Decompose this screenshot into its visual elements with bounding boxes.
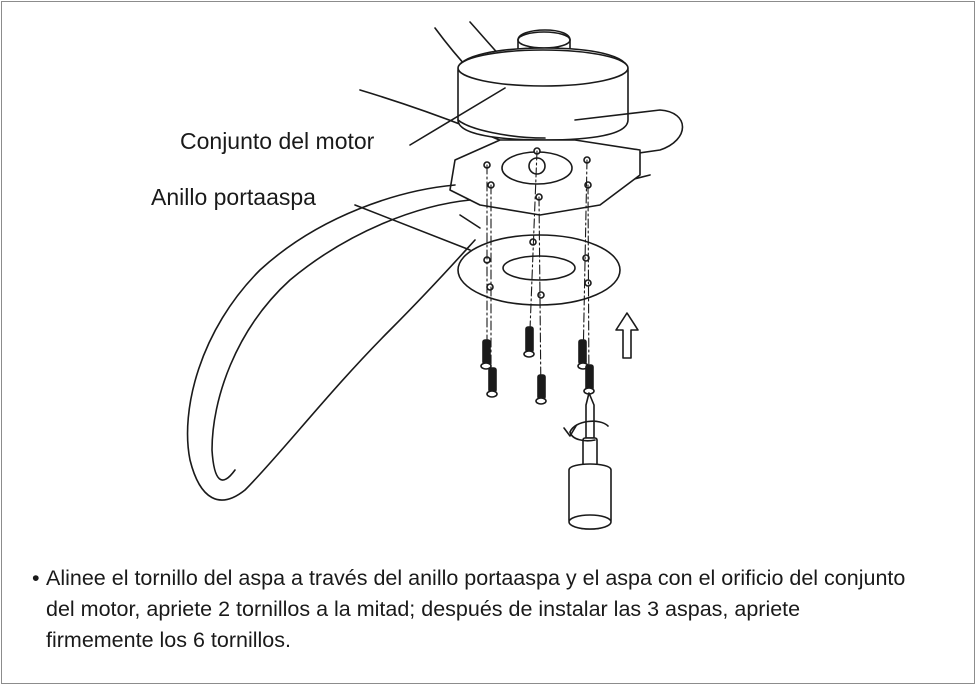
fan-blade bbox=[186, 184, 481, 501]
screwdriver-icon bbox=[568, 392, 612, 530]
motor-assembly bbox=[457, 29, 629, 141]
rotation-arrow-icon bbox=[563, 420, 609, 442]
instruction-text: Alinee el tornillo del aspa a través del… bbox=[46, 566, 906, 652]
up-arrow-icon bbox=[615, 312, 639, 359]
screw-icon bbox=[523, 326, 535, 358]
bullet-point: • bbox=[32, 566, 40, 590]
screws bbox=[480, 326, 595, 405]
screw-icon bbox=[535, 374, 547, 405]
screw-icon bbox=[583, 364, 595, 395]
instruction-text-block: • Alinee el tornillo del aspa a través d… bbox=[32, 563, 912, 656]
motor-assembly-label: Conjunto del motor bbox=[180, 128, 375, 154]
alignment-lines bbox=[486, 150, 590, 401]
leader-lines bbox=[354, 87, 506, 251]
blade-holder-ring-label: Anillo portaaspa bbox=[151, 184, 316, 210]
screw-icon bbox=[480, 339, 492, 370]
blade-holder-ring bbox=[457, 234, 621, 306]
blade-mounting-bracket bbox=[449, 139, 641, 216]
screw-icon bbox=[486, 367, 498, 398]
